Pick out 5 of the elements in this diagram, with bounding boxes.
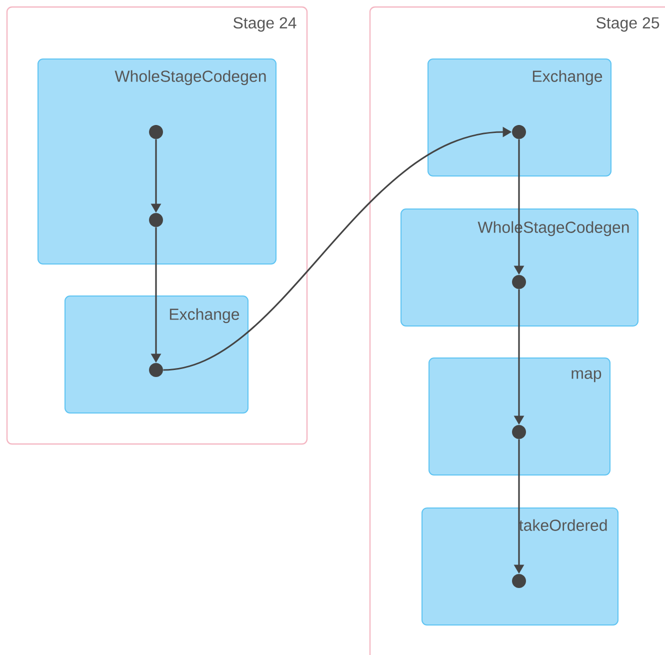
- operator-box: Exchange: [64, 296, 248, 414]
- operator-box: Exchange: [428, 58, 612, 176]
- operator-box: map: [428, 358, 610, 476]
- operator-box: WholeStageCodegen: [38, 58, 276, 264]
- dot: [149, 125, 163, 139]
